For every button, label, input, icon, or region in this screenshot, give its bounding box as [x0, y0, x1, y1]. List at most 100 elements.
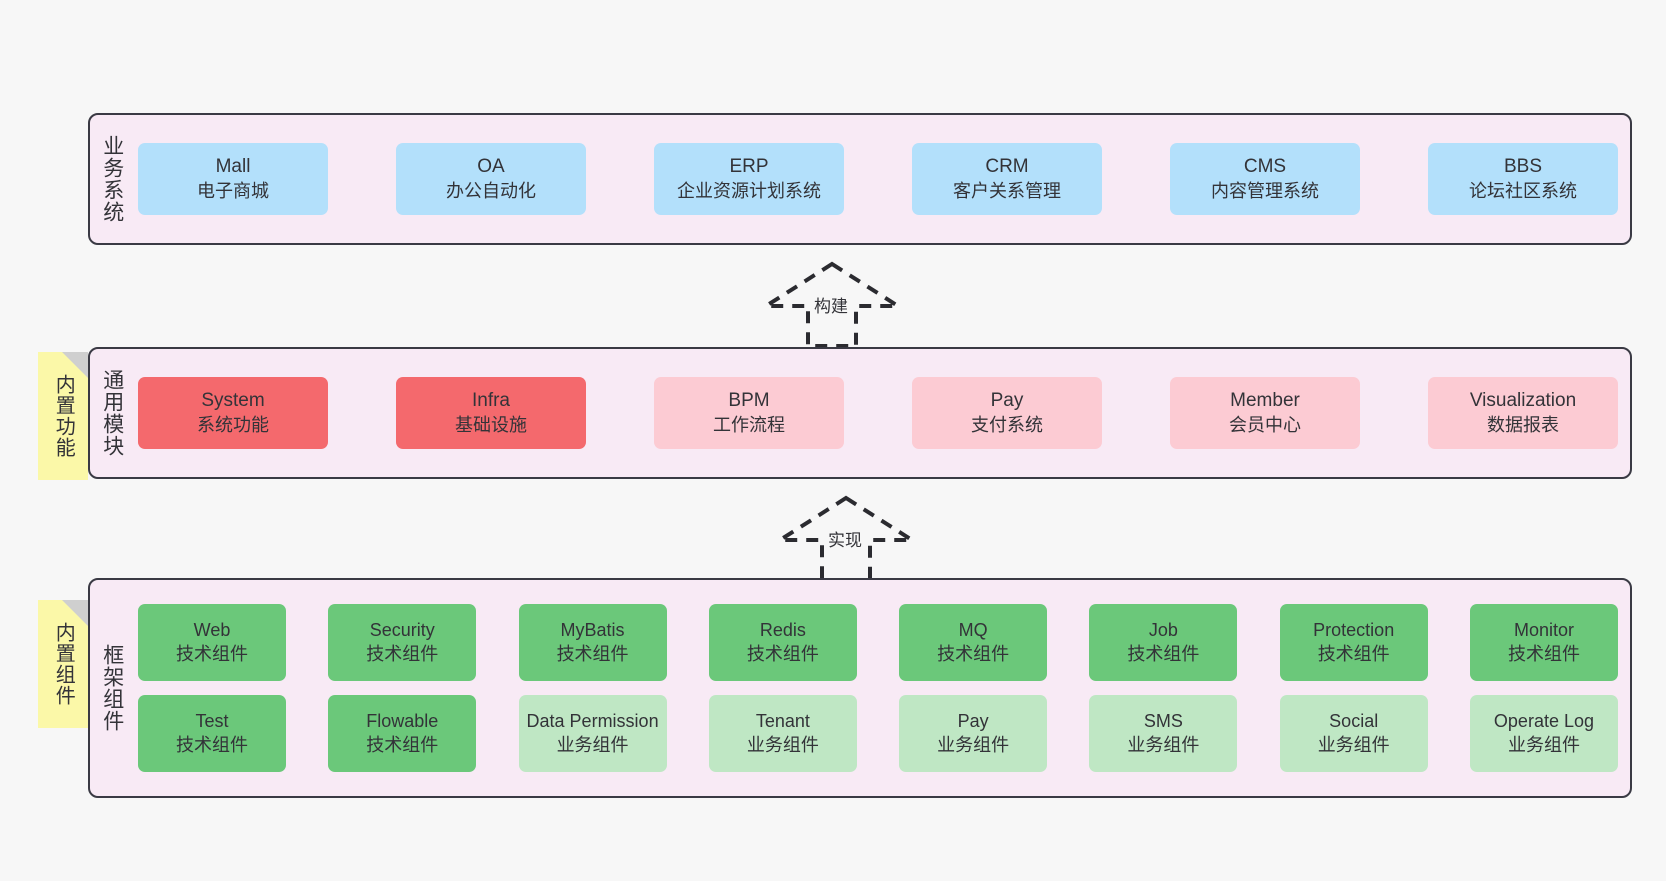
- card-title: CMS: [1243, 156, 1287, 178]
- card-title: MyBatis: [560, 620, 625, 641]
- card-title: System: [201, 390, 265, 412]
- card-title: Social: [1329, 711, 1379, 732]
- card-bpm[interactable]: BPM 工作流程: [654, 377, 844, 449]
- card-crm[interactable]: CRM 客户关系管理: [912, 143, 1102, 215]
- card-subtitle: 技术组件: [556, 643, 629, 664]
- card-erp[interactable]: ERP 企业资源计划系统: [654, 143, 844, 215]
- sticky-note-builtin-function: 内置功能: [38, 352, 88, 480]
- card-title: Redis: [759, 620, 806, 641]
- card-job[interactable]: Job 技术组件: [1089, 604, 1238, 681]
- card-title: Tenant: [755, 711, 810, 732]
- card-redis[interactable]: Redis 技术组件: [708, 604, 857, 681]
- card-subtitle: 技术组件: [1127, 643, 1200, 664]
- card-row: Mall 电子商城 OA 办公自动化 ERP 企业资源计划系统 CRM 客户关系…: [138, 143, 1618, 215]
- card-subtitle: 业务组件: [1127, 734, 1200, 755]
- card-subtitle: 会员中心: [1229, 414, 1301, 435]
- card-title: Flowable: [366, 711, 439, 732]
- card-social[interactable]: Social 业务组件: [1279, 695, 1428, 772]
- sticky-fold-icon: [62, 600, 88, 626]
- layer-framework-components: 框架组件 Web 技术组件 Security 技术组件 MyBatis 技术组件…: [88, 578, 1632, 798]
- card-title: Security: [369, 620, 435, 641]
- card-row: Web 技术组件 Security 技术组件 MyBatis 技术组件 Redi…: [138, 604, 1618, 681]
- card-subtitle: 技术组件: [176, 734, 248, 755]
- card-subtitle: 办公自动化: [446, 180, 536, 201]
- card-pay-module[interactable]: Pay 支付系统: [912, 377, 1102, 449]
- layer-business-systems-label: 业务系统: [100, 135, 124, 223]
- card-subtitle: 客户关系管理: [953, 180, 1061, 201]
- card-subtitle: 技术组件: [366, 734, 439, 755]
- card-operate-log[interactable]: Operate Log 业务组件: [1469, 695, 1618, 772]
- layer-common-modules: 通用模块 System 系统功能 Infra 基础设施 BPM 工作流程 Pay…: [88, 347, 1632, 479]
- connector-build-label: 构建: [814, 297, 848, 316]
- sticky-note-label: 内置功能: [52, 374, 75, 458]
- card-subtitle: 技术组件: [746, 643, 819, 664]
- card-test[interactable]: Test 技术组件: [138, 695, 286, 772]
- card-bbs[interactable]: BBS 论坛社区系统: [1428, 143, 1618, 215]
- card-title: Data Permission: [526, 711, 659, 732]
- card-subtitle: 技术组件: [366, 643, 439, 664]
- sticky-fold-icon: [62, 352, 88, 378]
- card-title: Operate Log: [1493, 711, 1594, 732]
- card-subtitle: 企业资源计划系统: [677, 180, 821, 201]
- sticky-note-label: 内置组件: [52, 622, 75, 706]
- card-subtitle: 技术组件: [1317, 643, 1390, 664]
- card-subtitle: 技术组件: [1507, 643, 1580, 664]
- layer-framework-components-label: 框架组件: [100, 644, 124, 732]
- card-protection[interactable]: Protection 技术组件: [1279, 604, 1428, 681]
- card-title: Infra: [471, 390, 511, 412]
- card-subtitle: 业务组件: [556, 734, 629, 755]
- card-monitor[interactable]: Monitor 技术组件: [1469, 604, 1618, 681]
- card-title: Job: [1148, 620, 1178, 641]
- layer-common-modules-body: System 系统功能 Infra 基础设施 BPM 工作流程 Pay 支付系统…: [134, 349, 1630, 477]
- card-mq[interactable]: MQ 技术组件: [899, 604, 1048, 681]
- layer-framework-components-body: Web 技术组件 Security 技术组件 MyBatis 技术组件 Redi…: [134, 580, 1630, 796]
- card-mall[interactable]: Mall 电子商城: [138, 143, 328, 215]
- card-cms[interactable]: CMS 内容管理系统: [1170, 143, 1360, 215]
- card-subtitle: 支付系统: [971, 414, 1043, 435]
- card-subtitle: 业务组件: [1317, 734, 1390, 755]
- card-subtitle: 工作流程: [713, 414, 785, 435]
- card-security[interactable]: Security 技术组件: [328, 604, 477, 681]
- card-member[interactable]: Member 会员中心: [1170, 377, 1360, 449]
- card-pay-component[interactable]: Pay 业务组件: [899, 695, 1048, 772]
- card-title: Visualization: [1469, 390, 1577, 412]
- card-subtitle: 基础设施: [455, 414, 527, 435]
- card-title: Protection: [1313, 620, 1395, 641]
- card-subtitle: 业务组件: [1507, 734, 1580, 755]
- card-visualization[interactable]: Visualization 数据报表: [1428, 377, 1618, 449]
- card-tenant[interactable]: Tenant 业务组件: [708, 695, 857, 772]
- card-mybatis[interactable]: MyBatis 技术组件: [518, 604, 667, 681]
- card-subtitle: 数据报表: [1487, 414, 1559, 435]
- card-title: Test: [195, 711, 229, 732]
- card-subtitle: 论坛社区系统: [1469, 180, 1577, 201]
- card-title: BPM: [728, 390, 770, 412]
- card-subtitle: 电子商城: [197, 180, 269, 201]
- card-flowable[interactable]: Flowable 技术组件: [328, 695, 477, 772]
- card-title: Pay: [990, 390, 1024, 412]
- card-sms[interactable]: SMS 业务组件: [1089, 695, 1238, 772]
- layer-business-systems-body: Mall 电子商城 OA 办公自动化 ERP 企业资源计划系统 CRM 客户关系…: [134, 115, 1630, 243]
- card-title: Web: [193, 620, 231, 641]
- card-infra[interactable]: Infra 基础设施: [396, 377, 586, 449]
- connector-implement-label: 实现: [828, 531, 862, 550]
- card-subtitle: 系统功能: [197, 414, 269, 435]
- card-system[interactable]: System 系统功能: [138, 377, 328, 449]
- card-subtitle: 业务组件: [937, 734, 1010, 755]
- card-subtitle: 业务组件: [746, 734, 819, 755]
- card-subtitle: 技术组件: [937, 643, 1010, 664]
- layer-business-systems: 业务系统 Mall 电子商城 OA 办公自动化 ERP 企业资源计划系统 CRM…: [88, 113, 1632, 245]
- card-oa[interactable]: OA 办公自动化: [396, 143, 586, 215]
- sticky-note-builtin-component: 内置组件: [38, 600, 88, 728]
- card-row: System 系统功能 Infra 基础设施 BPM 工作流程 Pay 支付系统…: [138, 377, 1618, 449]
- card-title: MQ: [958, 620, 988, 641]
- card-web[interactable]: Web 技术组件: [138, 604, 286, 681]
- card-data-permission[interactable]: Data Permission 业务组件: [518, 695, 667, 772]
- card-row: Test 技术组件 Flowable 技术组件 Data Permission …: [138, 695, 1618, 772]
- card-title: Monitor: [1513, 620, 1574, 641]
- card-subtitle: 技术组件: [176, 643, 248, 664]
- card-subtitle: 内容管理系统: [1211, 180, 1319, 201]
- card-title: Member: [1230, 390, 1300, 412]
- layer-common-modules-label: 通用模块: [100, 369, 124, 457]
- card-title: CRM: [985, 156, 1029, 178]
